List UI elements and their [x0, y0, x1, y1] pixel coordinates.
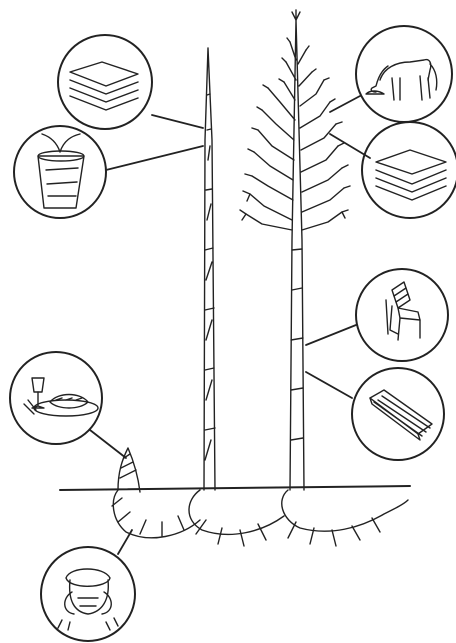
tall-culm — [189, 48, 284, 546]
ground-line — [60, 486, 410, 490]
bamboo-shoot — [112, 448, 200, 538]
potted-seedling-icon — [14, 126, 106, 218]
layered-sheets-icon — [362, 122, 456, 218]
grazing-horse-icon — [356, 26, 452, 122]
rhizome-section-icon — [41, 547, 135, 641]
bamboo-planks-icon — [352, 368, 444, 460]
leader-lines — [90, 96, 370, 554]
layered-sheets-icon — [58, 35, 152, 129]
plate-and-glass-icon — [10, 352, 102, 444]
mature-culm — [240, 10, 408, 546]
bamboo-chair-icon — [356, 269, 448, 361]
